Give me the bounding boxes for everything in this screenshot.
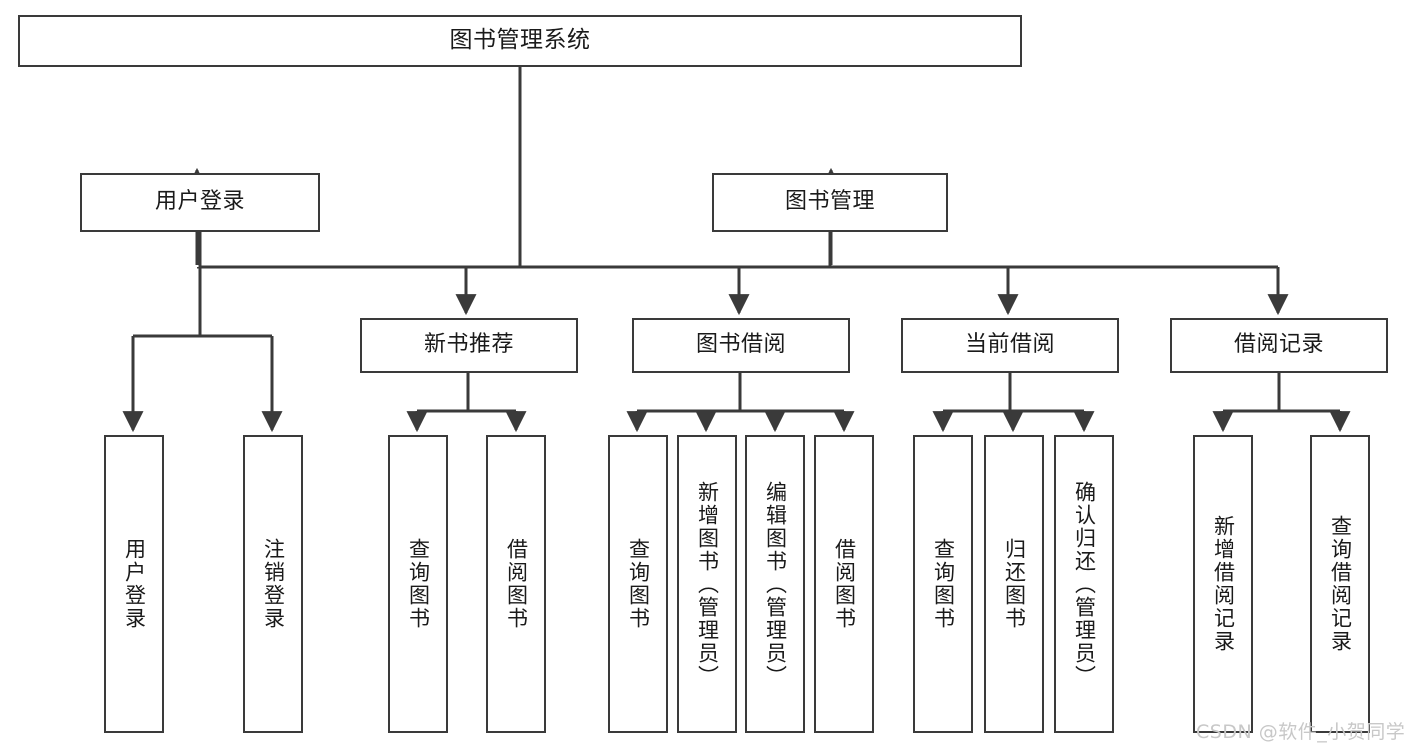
node-leaf-confirm-return-admin-label: 确认归还（管理员） [1072, 480, 1097, 688]
node-book-borrow[interactable]: 图书借阅 [632, 318, 850, 373]
node-leaf-return-book-label: 归还图书 [1002, 538, 1027, 630]
node-leaf-query-books-borrow[interactable]: 查询图书 [608, 435, 668, 733]
node-root-label: 图书管理系统 [449, 27, 591, 54]
node-leaf-query-borrow-record[interactable]: 查询借阅记录 [1310, 435, 1370, 733]
node-leaf-user-login-label: 用户登录 [122, 538, 147, 630]
node-new-book-recommend[interactable]: 新书推荐 [360, 318, 578, 373]
node-book-borrow-label: 图书借阅 [695, 332, 786, 358]
node-book-management-label: 图书管理 [784, 189, 875, 215]
node-borrow-records[interactable]: 借阅记录 [1170, 318, 1388, 373]
node-leaf-borrow-book-label: 借阅图书 [832, 538, 857, 630]
node-root[interactable]: 图书管理系统 [18, 15, 1022, 67]
node-leaf-borrow-books-recommend-label: 借阅图书 [504, 538, 529, 630]
node-leaf-query-books-recommend[interactable]: 查询图书 [388, 435, 448, 733]
node-leaf-query-borrow-record-label: 查询借阅记录 [1328, 515, 1353, 653]
node-leaf-add-book-admin-label: 新增图书（管理员） [695, 480, 720, 688]
node-book-management[interactable]: 图书管理 [712, 173, 948, 232]
node-leaf-query-books-current[interactable]: 查询图书 [913, 435, 973, 733]
node-leaf-edit-book-admin[interactable]: 编辑图书（管理员） [745, 435, 805, 733]
node-leaf-return-book[interactable]: 归还图书 [984, 435, 1044, 733]
node-leaf-edit-book-admin-label: 编辑图书（管理员） [763, 480, 788, 688]
node-leaf-query-books-borrow-label: 查询图书 [626, 538, 651, 630]
node-current-borrow-label: 当前借阅 [964, 332, 1055, 358]
node-new-book-recommend-label: 新书推荐 [423, 332, 514, 358]
node-user-login[interactable]: 用户登录 [80, 173, 320, 232]
node-user-login-label: 用户登录 [154, 189, 245, 215]
node-current-borrow[interactable]: 当前借阅 [901, 318, 1119, 373]
node-leaf-logout-login[interactable]: 注销登录 [243, 435, 303, 733]
node-leaf-confirm-return-admin[interactable]: 确认归还（管理员） [1054, 435, 1114, 733]
csdn-watermark: CSDN @软件_小贺同学 [1196, 721, 1405, 743]
node-borrow-records-label: 借阅记录 [1233, 332, 1324, 358]
node-leaf-borrow-books-recommend[interactable]: 借阅图书 [486, 435, 546, 733]
node-leaf-query-books-recommend-label: 查询图书 [406, 538, 431, 630]
node-leaf-borrow-book[interactable]: 借阅图书 [814, 435, 874, 733]
node-leaf-user-login[interactable]: 用户登录 [104, 435, 164, 733]
node-leaf-add-borrow-record[interactable]: 新增借阅记录 [1193, 435, 1253, 733]
node-leaf-add-borrow-record-label: 新增借阅记录 [1211, 515, 1236, 653]
node-leaf-query-books-current-label: 查询图书 [931, 538, 956, 630]
node-leaf-logout-login-label: 注销登录 [261, 538, 286, 630]
node-leaf-add-book-admin[interactable]: 新增图书（管理员） [677, 435, 737, 733]
